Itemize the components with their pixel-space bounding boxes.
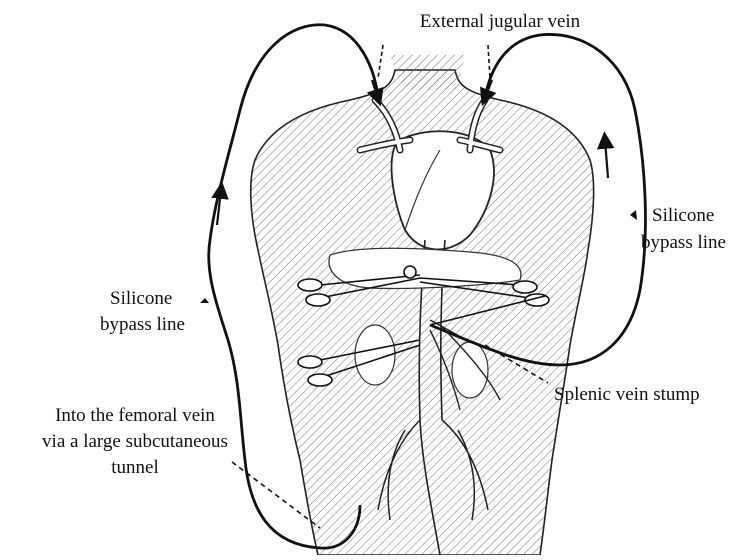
label-femoral-line1: Into the femoral vein <box>10 404 260 428</box>
label-femoral-line3: tunnel <box>10 456 260 480</box>
label-silicone-right-line2: bypass line <box>641 231 726 255</box>
label-silicone-right-line1: Silicone <box>652 204 714 228</box>
label-silicone-left-line2: bypass line <box>100 313 185 337</box>
label-femoral-line2: via a large subcutaneous <box>10 430 260 454</box>
label-silicone-left-line1: Silicone <box>110 287 172 311</box>
label-splenic-vein-stump: Splenic vein stump <box>554 383 700 407</box>
label-external-jugular-vein: External jugular vein <box>385 10 615 34</box>
